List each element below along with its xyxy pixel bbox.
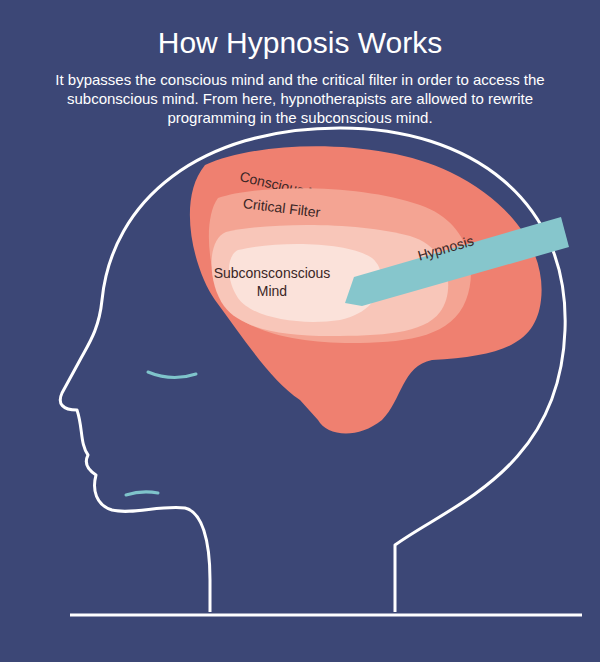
hypnosis-arrow-shape [320,210,575,315]
eye [148,372,196,378]
subtitle: It bypasses the conscious mind and the c… [30,70,570,127]
hypnosis-arrow: Hypnosis [320,210,575,315]
base-line [70,614,582,617]
head-outline [60,128,565,612]
node-label: Subconsconscious Mind [213,264,331,300]
mouth [126,492,158,495]
title: How Hypnosis Works [0,26,600,60]
